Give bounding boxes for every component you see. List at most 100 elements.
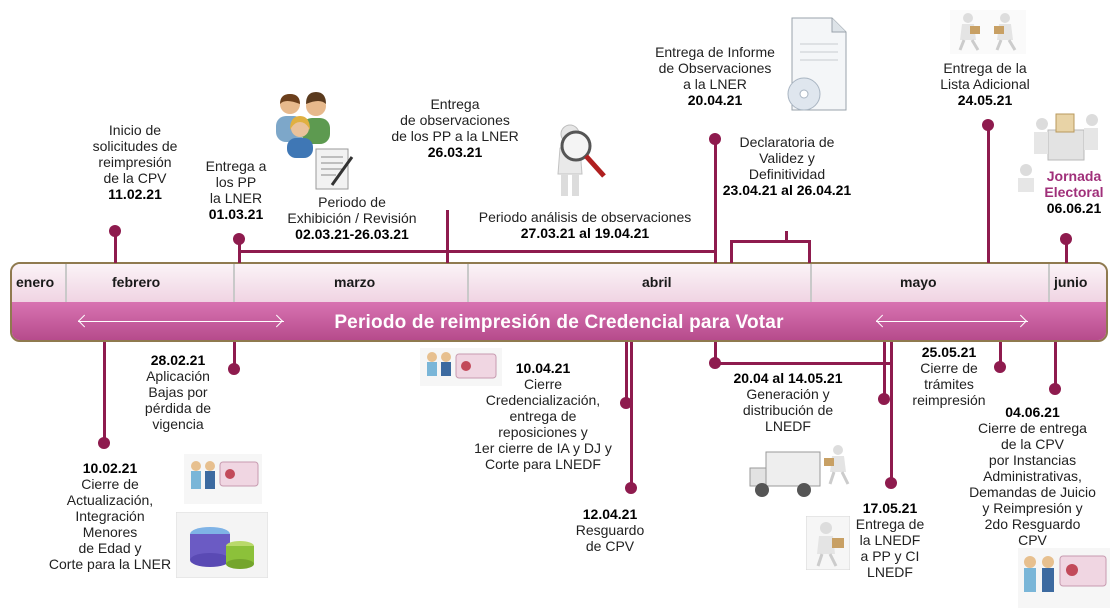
month-separator <box>233 264 235 302</box>
marker-dot <box>885 477 897 489</box>
id-card-icon <box>184 454 262 504</box>
courier-icon <box>950 10 1026 54</box>
connector <box>446 210 449 263</box>
connector <box>714 140 717 263</box>
milestone-text: Entrega a los PP la LNER <box>205 158 267 206</box>
milestone-inicio: Inicio de solicitudes de reimpresión de … <box>80 122 190 202</box>
database-icon <box>176 512 268 578</box>
month-separator <box>467 264 469 302</box>
connector <box>1054 342 1057 388</box>
milestone-date: 02.03.21-26.03.21 <box>295 226 409 242</box>
marker-dot <box>233 233 245 245</box>
report-folder-icon <box>787 17 847 111</box>
milestone-date: 11.02.21 <box>108 186 162 202</box>
milestone-text: Inicio de solicitudes de reimpresión de … <box>92 122 178 186</box>
marker-dot <box>709 133 721 145</box>
month-separator <box>810 264 812 302</box>
milestone-date: 04.06.21 <box>1005 404 1060 420</box>
milestone-date: 25.05.21 <box>921 344 977 360</box>
milestone-text: Cierre de Actualización, Integración Men… <box>48 476 172 572</box>
milestone-date: 12.04.21 <box>582 506 638 522</box>
milestone-entrega-lnedf: 17.05.21 Entrega de la LNEDF a PP y CI L… <box>840 500 940 580</box>
milestone-informe: Entrega de Informe de Observaciones a la… <box>640 44 790 108</box>
milestone-date: 24.05.21 <box>957 92 1013 108</box>
milestone-text: Resguardo de CPV <box>575 522 645 554</box>
milestone-jornada: Jornada Electoral 06.06.21 <box>1035 168 1113 216</box>
id-card-icon <box>1018 548 1110 608</box>
milestone-analisis: Periodo análisis de observaciones 27.03.… <box>455 209 715 241</box>
connector <box>238 250 448 253</box>
milestone-text: Cierre Credencialización, entrega de rep… <box>474 376 612 472</box>
truck-icon <box>749 451 821 497</box>
milestone-text: Entrega de la LNEDF a PP y CI LNEDF <box>855 516 925 580</box>
milestone-generacion: 20.04 al 14.05.21 Generación y distribuc… <box>718 370 858 434</box>
marker-dot <box>625 482 637 494</box>
milestone-adicional: Entrega de la Lista Adicional 24.05.21 <box>930 60 1040 108</box>
milestone-date: 10.02.21 <box>82 460 138 476</box>
months-row <box>12 264 1106 302</box>
month-separator <box>1048 264 1050 302</box>
connector <box>730 240 810 243</box>
period-arrow-left <box>78 321 284 322</box>
connector <box>883 342 886 398</box>
marker-dot <box>620 397 632 409</box>
connector <box>448 250 716 253</box>
milestone-text: Aplicación Bajas por pérdida de vigencia <box>144 368 212 432</box>
connector <box>630 342 633 488</box>
connector <box>714 362 890 365</box>
milestone-text: Cierre de entrega de la CPV por Instanci… <box>969 420 1096 548</box>
milestone-text: Entrega de Informe de Observaciones a la… <box>655 44 775 92</box>
marker-dot <box>98 437 110 449</box>
marker-dot <box>109 225 121 237</box>
marker-dot <box>878 393 890 405</box>
connector <box>114 230 117 263</box>
month-junio: junio <box>1054 274 1088 290</box>
marker-dot <box>1060 233 1072 245</box>
bar-title: Periodo de reimpresión de Credencial par… <box>334 312 784 333</box>
milestone-declaratoria: Declaratoria de Validez y Definitividad … <box>722 134 852 198</box>
milestone-date: 06.06.21 <box>1046 200 1102 216</box>
magnifier-icon <box>557 124 606 196</box>
month-febrero: febrero <box>112 274 161 290</box>
milestone-date: 01.03.21 <box>208 206 264 222</box>
connector <box>103 342 106 442</box>
connector <box>999 342 1002 366</box>
milestone-text: Cierre de trámites reimpresión <box>912 360 986 408</box>
marker-dot <box>982 119 994 131</box>
milestone-exhibicion: Periodo de Exhibición / Revisión 02.03.2… <box>272 194 432 242</box>
milestone-credencializacion: 10.04.21 Cierre Credencialización, entre… <box>458 360 628 472</box>
month-abril: abril <box>642 274 672 290</box>
ballot-box-icon <box>1018 113 1098 192</box>
courier-icon <box>824 445 850 485</box>
milestone-date: 28.02.21 <box>150 352 206 368</box>
milestone-cierre-actualizacion: 10.02.21 Cierre de Actualización, Integr… <box>40 460 180 572</box>
milestone-text: Periodo de Exhibición / Revisión <box>287 194 417 226</box>
milestone-date: 20.04.21 <box>687 92 743 108</box>
connector <box>730 240 733 263</box>
marker-dot <box>1049 383 1061 395</box>
milestone-date: 20.04 al 14.05.21 <box>733 370 843 386</box>
milestone-date: 26.03.21 <box>427 144 483 160</box>
milestone-observaciones: Entrega de observaciones de los PP a la … <box>380 96 530 160</box>
month-marzo: marzo <box>334 274 376 290</box>
people-icon <box>276 92 330 158</box>
courier-icon <box>806 516 850 570</box>
connector <box>987 125 990 263</box>
marker-dot <box>994 361 1006 373</box>
connector <box>714 342 717 364</box>
month-separator <box>65 264 67 302</box>
marker-dot <box>228 363 240 375</box>
milestone-date: 23.04.21 al 26.04.21 <box>722 182 852 198</box>
milestone-bajas: 28.02.21 Aplicación Bajas por pérdida de… <box>128 352 228 432</box>
connector <box>808 240 811 263</box>
connector <box>890 342 893 482</box>
connector <box>1065 240 1068 263</box>
milestone-date: 10.04.21 <box>515 360 571 376</box>
connector <box>625 342 628 402</box>
milestone-text: Entrega de observaciones de los PP a la … <box>391 96 519 144</box>
milestone-text: Periodo análisis de observaciones <box>478 209 692 225</box>
milestone-entrega-pp: Entrega a los PP la LNER 01.03.21 <box>196 158 276 222</box>
timeline-bar: enero febrero marzo abril mayo junio Per… <box>10 262 1108 342</box>
milestone-text: Generación y distribución de LNEDF <box>742 386 834 434</box>
month-enero: enero <box>16 274 55 290</box>
